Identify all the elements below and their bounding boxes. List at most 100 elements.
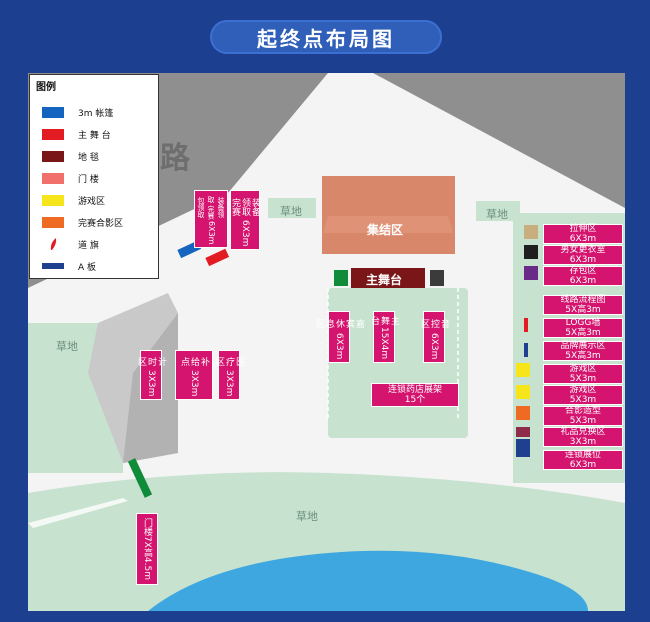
- tag-size: 3X3m: [146, 369, 156, 396]
- tag-guest-lounge: 嘉宾休息区 6X3m: [314, 311, 364, 363]
- legend-label: 主 舞 台: [78, 130, 111, 141]
- swatch-aboard: [42, 263, 64, 269]
- swatch-carpet: [42, 150, 64, 162]
- tag-name: 嘉宾休息区: [314, 319, 364, 329]
- grass-label-top: 草地: [280, 205, 302, 218]
- tag-medical: 医疗区 3X3m: [214, 350, 244, 400]
- tag-name: LOGG墙: [565, 318, 601, 328]
- tag-equipment-pickup-2: 装备领取 完赛 6X3m: [230, 190, 260, 250]
- tag-size: 6X3m: [334, 332, 344, 359]
- tag-name: 音控区: [419, 319, 449, 329]
- tag-name: 存包区: [569, 266, 597, 276]
- gift-tent: [516, 427, 530, 437]
- tag-size: 15X4m: [379, 326, 389, 359]
- swatch-gate: [42, 172, 64, 184]
- tag-name: 礼品兑换区: [560, 427, 606, 437]
- tent-3: [524, 266, 538, 280]
- tag-name: 装备领取 完赛包领取: [197, 195, 225, 219]
- tag-size: 6X3m: [207, 220, 216, 244]
- assembly-area-box: [322, 176, 455, 254]
- tag-size: 5X高3m: [565, 328, 601, 338]
- legend: 图例 3m 帐篷 主 舞 台 地 毯 门 楼 游戏区 完赛合影区: [29, 74, 159, 279]
- tent-red: [205, 248, 230, 267]
- board-1: [524, 318, 528, 332]
- swatch-game: [42, 194, 64, 206]
- tag-name: 计时区: [136, 357, 166, 367]
- main-stage-label: 主舞台: [366, 273, 403, 287]
- game-tent-2: [516, 385, 530, 399]
- legend-label: 完赛合影区: [78, 218, 124, 229]
- tag-equipment-pickup-1: 装备领取 完赛包领取 6X3m: [194, 190, 228, 248]
- layout-map: 路 草地 草地 草地 草地 集结区 主舞台 装备领取 完赛包领取 6X3m 装备…: [28, 73, 625, 611]
- legend-item-tent: 3m 帐篷: [42, 105, 113, 119]
- tag-name: 门楼: [142, 518, 152, 536]
- tag-name: 连锁药店展架: [387, 385, 442, 395]
- photo-tent: [516, 406, 530, 420]
- guest-tent: [334, 270, 348, 286]
- flag-icon: [50, 238, 57, 250]
- tag-name: 游戏区: [569, 364, 597, 374]
- legend-title: 图例: [36, 82, 56, 93]
- tag-size: 6X3m: [569, 234, 597, 244]
- tag-timing: 计时区 3X3m: [136, 350, 166, 400]
- legend-item-aboard: A 板: [42, 259, 96, 273]
- swatch-stage: [42, 128, 64, 140]
- grass-label-right: 草地: [486, 208, 508, 221]
- legend-label: A 板: [78, 262, 97, 273]
- legend-label: 地 毯: [78, 152, 99, 163]
- main-stage-box: [351, 268, 425, 288]
- legend-item-gate: 门 楼: [42, 171, 99, 185]
- assembly-area-label: 集结区: [367, 223, 404, 237]
- tent-2: [524, 245, 538, 259]
- tag-main-stage: 主舞台 15X4m: [369, 311, 399, 363]
- legend-item-stage: 主 舞 台: [42, 127, 111, 141]
- booth-tent: [516, 439, 530, 457]
- grass-label-bottom: 草地: [296, 510, 318, 523]
- tag-name: 拉伸区: [569, 224, 597, 234]
- tag-size: 5X3m: [569, 395, 597, 405]
- tag-pharmacy-display: 连锁药店展架 15个: [371, 383, 459, 407]
- gate-frame: [127, 458, 153, 498]
- legend-label: 3m 帐篷: [78, 108, 114, 119]
- tag-size: 3X3m: [569, 437, 597, 447]
- lawn-top-right: [476, 201, 520, 221]
- legend-item-game: 游戏区: [42, 193, 105, 207]
- tag-size: 6X3m: [429, 332, 439, 359]
- game-tent-1: [516, 363, 530, 377]
- tag-name: 合影造型: [564, 406, 601, 416]
- tag-size: 6X3m: [240, 219, 250, 246]
- tag-size: 6X3m: [569, 255, 597, 265]
- tag-size: 6X3m: [569, 460, 597, 470]
- legend-item-photo: 完赛合影区: [42, 215, 123, 229]
- legend-item-carpet: 地 毯: [42, 149, 99, 163]
- flags: [28, 498, 128, 528]
- tag-name: 游戏区: [569, 385, 597, 395]
- tag-size: 7X高4.5m: [142, 536, 152, 580]
- tag-count: 15个: [404, 395, 426, 405]
- tag-size: 3X3m: [189, 369, 199, 396]
- tag-supply: 补给点 3X3m: [175, 350, 213, 400]
- tag-size: 6X3m: [569, 276, 597, 286]
- road-label: 路: [160, 141, 190, 176]
- legend-item-flag: 道 旗: [42, 237, 99, 251]
- tag-name: 补给点: [179, 357, 209, 367]
- assembly-carpet: [323, 216, 453, 233]
- tag-size: 3X3m: [224, 369, 234, 396]
- legend-label: 道 旗: [78, 240, 99, 251]
- tag-name: 男女更衣室: [560, 245, 606, 255]
- lawn-top-left: [268, 198, 316, 218]
- tag-name: 品牌展示区: [560, 341, 606, 351]
- grass-label-left: 草地: [56, 340, 78, 353]
- board-2: [524, 343, 528, 357]
- lake: [148, 550, 588, 611]
